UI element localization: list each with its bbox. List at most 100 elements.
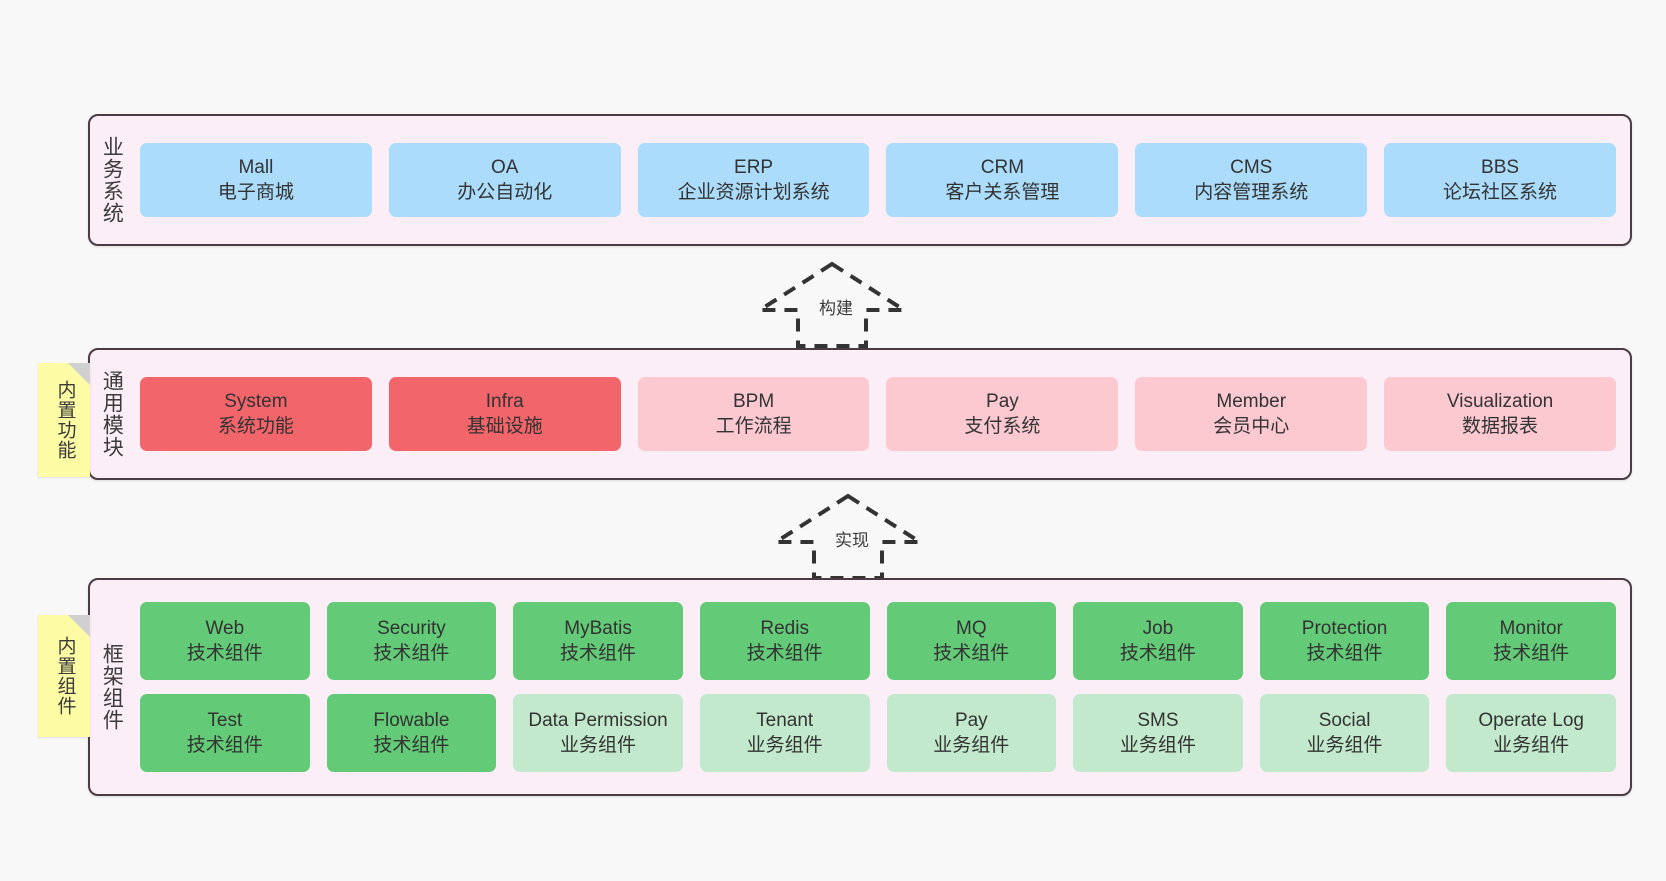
card-title: Pay — [954, 709, 988, 731]
card-subtitle: 技术组件 — [186, 735, 263, 756]
card-row: Test 技术组件 Flowable 技术组件 Data Permission … — [140, 694, 1616, 772]
card-subtitle: 技术组件 — [933, 643, 1010, 664]
folded-corner-icon — [68, 363, 90, 385]
card-mq[interactable]: MQ 技术组件 — [886, 602, 1057, 680]
card-title: ERP — [734, 156, 774, 178]
card-subtitle: 会员中心 — [1213, 416, 1290, 437]
layer-framework-component-body: Web 技术组件 Security 技术组件 MyBatis 技术组件 Redi… — [132, 580, 1630, 794]
card-subtitle: 业务组件 — [1306, 735, 1383, 756]
card-subtitle: 技术组件 — [1119, 643, 1196, 664]
up-block-arrow-icon — [769, 493, 927, 580]
card-title: CMS — [1230, 156, 1273, 178]
card-row: System 系统功能 Infra 基础设施 BPM 工作流程 Pay 支付系统… — [140, 377, 1616, 451]
card-protection[interactable]: Protection 技术组件 — [1259, 602, 1430, 680]
card-subtitle: 技术组件 — [373, 735, 450, 756]
card-crm[interactable]: CRM 客户关系管理 — [886, 143, 1119, 217]
card-subtitle: 业务组件 — [746, 735, 823, 756]
card-subtitle: 业务组件 — [560, 735, 637, 756]
arrow-build: 构建 — [752, 258, 912, 350]
card-title: MyBatis — [564, 617, 632, 639]
card-title: Data Permission — [528, 709, 668, 731]
card-title: Social — [1318, 709, 1371, 731]
card-mall[interactable]: Mall 电子商城 — [140, 143, 372, 217]
card-title: Member — [1216, 390, 1287, 412]
card-oa[interactable]: OA 办公自动化 — [388, 143, 621, 217]
card-title: BPM — [732, 390, 775, 412]
card-title: Job — [1142, 617, 1174, 639]
card-subtitle: 技术组件 — [373, 643, 450, 664]
arrow-build-label: 构建 — [819, 299, 853, 318]
card-system[interactable]: System 系统功能 — [140, 377, 372, 451]
card-member[interactable]: Member 会员中心 — [1135, 377, 1368, 451]
card-pay-module[interactable]: Pay 支付系统 — [886, 377, 1119, 451]
card-title: Web — [205, 617, 245, 639]
card-sms[interactable]: SMS 业务组件 — [1073, 694, 1243, 772]
card-operate-log[interactable]: Operate Log 业务组件 — [1446, 694, 1616, 772]
card-title: CRM — [980, 156, 1025, 178]
card-title: System — [224, 390, 288, 412]
card-pay-component[interactable]: Pay 业务组件 — [886, 694, 1057, 772]
card-test[interactable]: Test 技术组件 — [140, 694, 310, 772]
card-subtitle: 技术组件 — [746, 643, 823, 664]
layer-business-system: 业务系统 Mall 电子商城 OA 办公自动化 ERP 企业资源计划系统 CRM… — [88, 114, 1632, 246]
card-title: Flowable — [373, 709, 450, 731]
card-subtitle: 工作流程 — [715, 416, 792, 437]
card-subtitle: 客户关系管理 — [945, 182, 1060, 203]
card-monitor[interactable]: Monitor 技术组件 — [1446, 602, 1616, 680]
sticky-note-builtin-component: 内置组件 — [38, 615, 90, 737]
layer-framework-component: 框架组件 Web 技术组件 Security 技术组件 MyBatis 技术组件… — [88, 578, 1632, 796]
card-subtitle: 技术组件 — [1493, 643, 1570, 664]
card-title: SMS — [1137, 709, 1179, 731]
card-subtitle: 数据报表 — [1462, 416, 1539, 437]
card-subtitle: 系统功能 — [217, 416, 294, 437]
card-title: Test — [207, 709, 243, 731]
card-subtitle: 支付系统 — [964, 416, 1041, 437]
card-title: OA — [491, 156, 519, 178]
up-block-arrow-icon — [753, 261, 911, 348]
card-infra[interactable]: Infra 基础设施 — [388, 377, 621, 451]
card-bpm[interactable]: BPM 工作流程 — [637, 377, 870, 451]
card-security[interactable]: Security 技术组件 — [326, 602, 497, 680]
layer-common-module-body: System 系统功能 Infra 基础设施 BPM 工作流程 Pay 支付系统… — [132, 350, 1630, 478]
card-subtitle: 电子商城 — [217, 182, 294, 203]
card-title: Monitor — [1499, 617, 1563, 639]
card-title: Mall — [238, 156, 274, 178]
card-title: Visualization — [1446, 390, 1554, 412]
card-title: Pay — [986, 390, 1019, 412]
card-flowable[interactable]: Flowable 技术组件 — [326, 694, 497, 772]
folded-corner-icon — [68, 615, 90, 637]
arrow-implement: 实现 — [768, 490, 928, 582]
card-job[interactable]: Job 技术组件 — [1073, 602, 1243, 680]
card-subtitle: 业务组件 — [1119, 735, 1196, 756]
card-data-permission[interactable]: Data Permission 业务组件 — [513, 694, 683, 772]
card-bbs[interactable]: BBS 论坛社区系统 — [1384, 143, 1616, 217]
layer-framework-component-label: 框架组件 — [100, 643, 124, 731]
sticky-note-label: 内置组件 — [54, 636, 76, 716]
card-subtitle: 企业资源计划系统 — [677, 182, 830, 203]
card-cms[interactable]: CMS 内容管理系统 — [1135, 143, 1368, 217]
card-web[interactable]: Web 技术组件 — [140, 602, 310, 680]
card-visualization[interactable]: Visualization 数据报表 — [1384, 377, 1616, 451]
card-title: Infra — [485, 390, 524, 412]
card-subtitle: 论坛社区系统 — [1443, 182, 1558, 203]
card-title: Operate Log — [1478, 709, 1584, 731]
card-subtitle: 技术组件 — [560, 643, 637, 664]
card-subtitle: 技术组件 — [1306, 643, 1383, 664]
card-subtitle: 业务组件 — [933, 735, 1010, 756]
card-subtitle: 内容管理系统 — [1194, 182, 1309, 203]
card-erp[interactable]: ERP 企业资源计划系统 — [637, 143, 870, 217]
sticky-note-label: 内置功能 — [54, 380, 76, 460]
layer-common-module-label: 通用模块 — [100, 370, 124, 458]
card-subtitle: 技术组件 — [186, 643, 263, 664]
card-mybatis[interactable]: MyBatis 技术组件 — [513, 602, 683, 680]
card-redis[interactable]: Redis 技术组件 — [699, 602, 870, 680]
card-tenant[interactable]: Tenant 业务组件 — [699, 694, 870, 772]
card-title: MQ — [956, 617, 987, 639]
card-subtitle: 办公自动化 — [457, 182, 553, 203]
arrow-implement-label: 实现 — [835, 531, 869, 550]
card-row: Web 技术组件 Security 技术组件 MyBatis 技术组件 Redi… — [140, 602, 1616, 680]
card-social[interactable]: Social 业务组件 — [1259, 694, 1430, 772]
card-title: BBS — [1481, 156, 1520, 178]
card-title: Protection — [1301, 617, 1388, 639]
